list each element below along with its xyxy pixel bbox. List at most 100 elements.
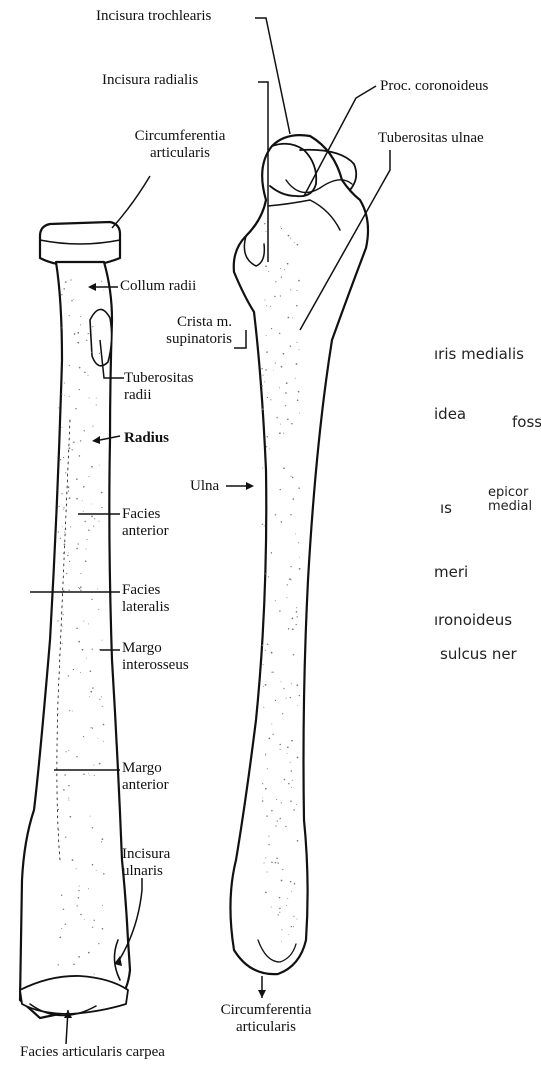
stipple-dot: [84, 372, 86, 374]
stipple-dot: [279, 908, 281, 910]
stipple-dot: [63, 789, 65, 791]
stipple-dot: [88, 476, 89, 477]
stipple-dot: [88, 333, 89, 334]
label-tuberositas-radii-line2: radii: [124, 387, 193, 404]
label-circumferentia-top-line1: Circumferentia: [110, 128, 250, 145]
leader-incisura-trochlearis: [255, 18, 290, 134]
stipple-dot: [73, 299, 74, 300]
stipple-dot: [71, 300, 72, 301]
stipple-dot: [279, 387, 280, 388]
stipple-dot: [80, 590, 81, 591]
stipple-dot: [77, 905, 78, 906]
stipple-dot: [290, 289, 291, 290]
stipple-dot: [102, 928, 104, 930]
stipple-dot: [79, 886, 80, 887]
stipple-dot: [292, 628, 294, 630]
stipple-dot: [58, 830, 59, 831]
stipple-dot: [281, 941, 282, 942]
stipple-dot: [92, 927, 93, 928]
stipple-dot: [263, 664, 264, 665]
stipple-dot: [80, 324, 81, 325]
stipple-dot: [290, 881, 292, 883]
ghost-text-2a: idea: [434, 406, 466, 422]
stipple-dot: [271, 810, 273, 812]
stipple-dot: [281, 802, 282, 803]
stipple-dot: [65, 281, 67, 283]
label-tuberositas-radii-line1: Tuberositas: [124, 370, 193, 387]
radius-bone: [20, 222, 130, 1018]
ghost-text-3c: medial: [488, 500, 532, 513]
stipple-dot: [62, 614, 63, 615]
stipple-dot: [287, 419, 289, 421]
stipple-dot: [58, 531, 59, 532]
stipple-dot: [68, 553, 69, 554]
stipple-dot: [291, 423, 292, 424]
stipple-dot: [280, 489, 281, 490]
stipple-dot: [88, 888, 89, 889]
stipple-dot: [91, 599, 92, 600]
stipple-dot: [93, 765, 94, 766]
ghost-text-5: ıronoideus: [434, 612, 512, 628]
label-proc-coronoideus: Proc. coronoideus: [380, 78, 488, 95]
stipple-dot: [268, 576, 269, 577]
stipple-dot: [295, 533, 296, 534]
label-circumferentia-top: Circumferentia articularis: [110, 128, 250, 162]
stipple-dot: [299, 568, 301, 570]
stipple-dot: [67, 555, 68, 556]
stipple-dot: [290, 697, 291, 698]
label-facies-articularis-carpea: Facies articularis carpea: [20, 1044, 165, 1061]
stipple-dot: [94, 973, 95, 974]
stipple-dot: [78, 897, 80, 899]
ghost-text-1: ıris medialis: [434, 346, 524, 362]
label-facies-lateralis-line1: Facies: [122, 582, 169, 599]
stipple-dot: [285, 826, 286, 827]
stipple-dot: [65, 923, 66, 924]
stipple-dot: [265, 788, 267, 790]
stipple-dot: [299, 557, 300, 558]
stipple-dot: [268, 836, 269, 837]
stipple-dot: [286, 698, 287, 699]
stipple-dot: [94, 518, 95, 519]
stipple-dot: [63, 507, 64, 508]
stipple-dot: [74, 333, 76, 335]
stipple-dot: [299, 695, 300, 696]
stipple-dot: [283, 688, 284, 689]
stipple-dot: [69, 396, 70, 397]
stipple-dot: [291, 787, 292, 788]
stipple-dot: [59, 655, 60, 656]
label-incisura-ulnaris-line2: ulnaris: [122, 863, 170, 880]
stipple-dot: [61, 394, 62, 395]
stipple-dot: [98, 609, 99, 610]
stipple-dot: [82, 500, 83, 501]
stipple-dot: [84, 919, 85, 920]
stipple-dot: [294, 883, 296, 885]
stipple-dot: [271, 907, 272, 908]
stipple-dot: [273, 370, 274, 371]
stipple-dot: [92, 326, 93, 327]
label-crista-line2: supinatoris: [144, 331, 232, 348]
stipple-dot: [263, 686, 264, 687]
stipple-dot: [103, 873, 105, 875]
stipple-dot: [264, 863, 265, 864]
stipple-dot: [62, 626, 63, 627]
stipple-dot: [299, 413, 300, 414]
stipple-dot: [275, 862, 277, 864]
stipple-dot: [271, 724, 272, 725]
stipple-dot: [281, 521, 283, 523]
stipple-dot: [63, 509, 64, 510]
stipple-dot: [280, 268, 281, 269]
stipple-dot: [266, 305, 267, 306]
stipple-dot: [265, 573, 267, 575]
stipple-dot: [266, 815, 267, 816]
stipple-dot: [84, 521, 85, 522]
stipple-dot: [96, 404, 97, 405]
stipple-dot: [262, 797, 263, 798]
stipple-dot: [298, 391, 300, 393]
stipple-dot: [98, 943, 99, 944]
stipple-dot: [86, 539, 87, 540]
stipple-dot: [91, 466, 93, 468]
stipple-dot: [297, 399, 299, 401]
stipple-dot: [85, 560, 87, 562]
stipple-dot: [283, 353, 285, 355]
stipple-dot: [290, 566, 291, 567]
